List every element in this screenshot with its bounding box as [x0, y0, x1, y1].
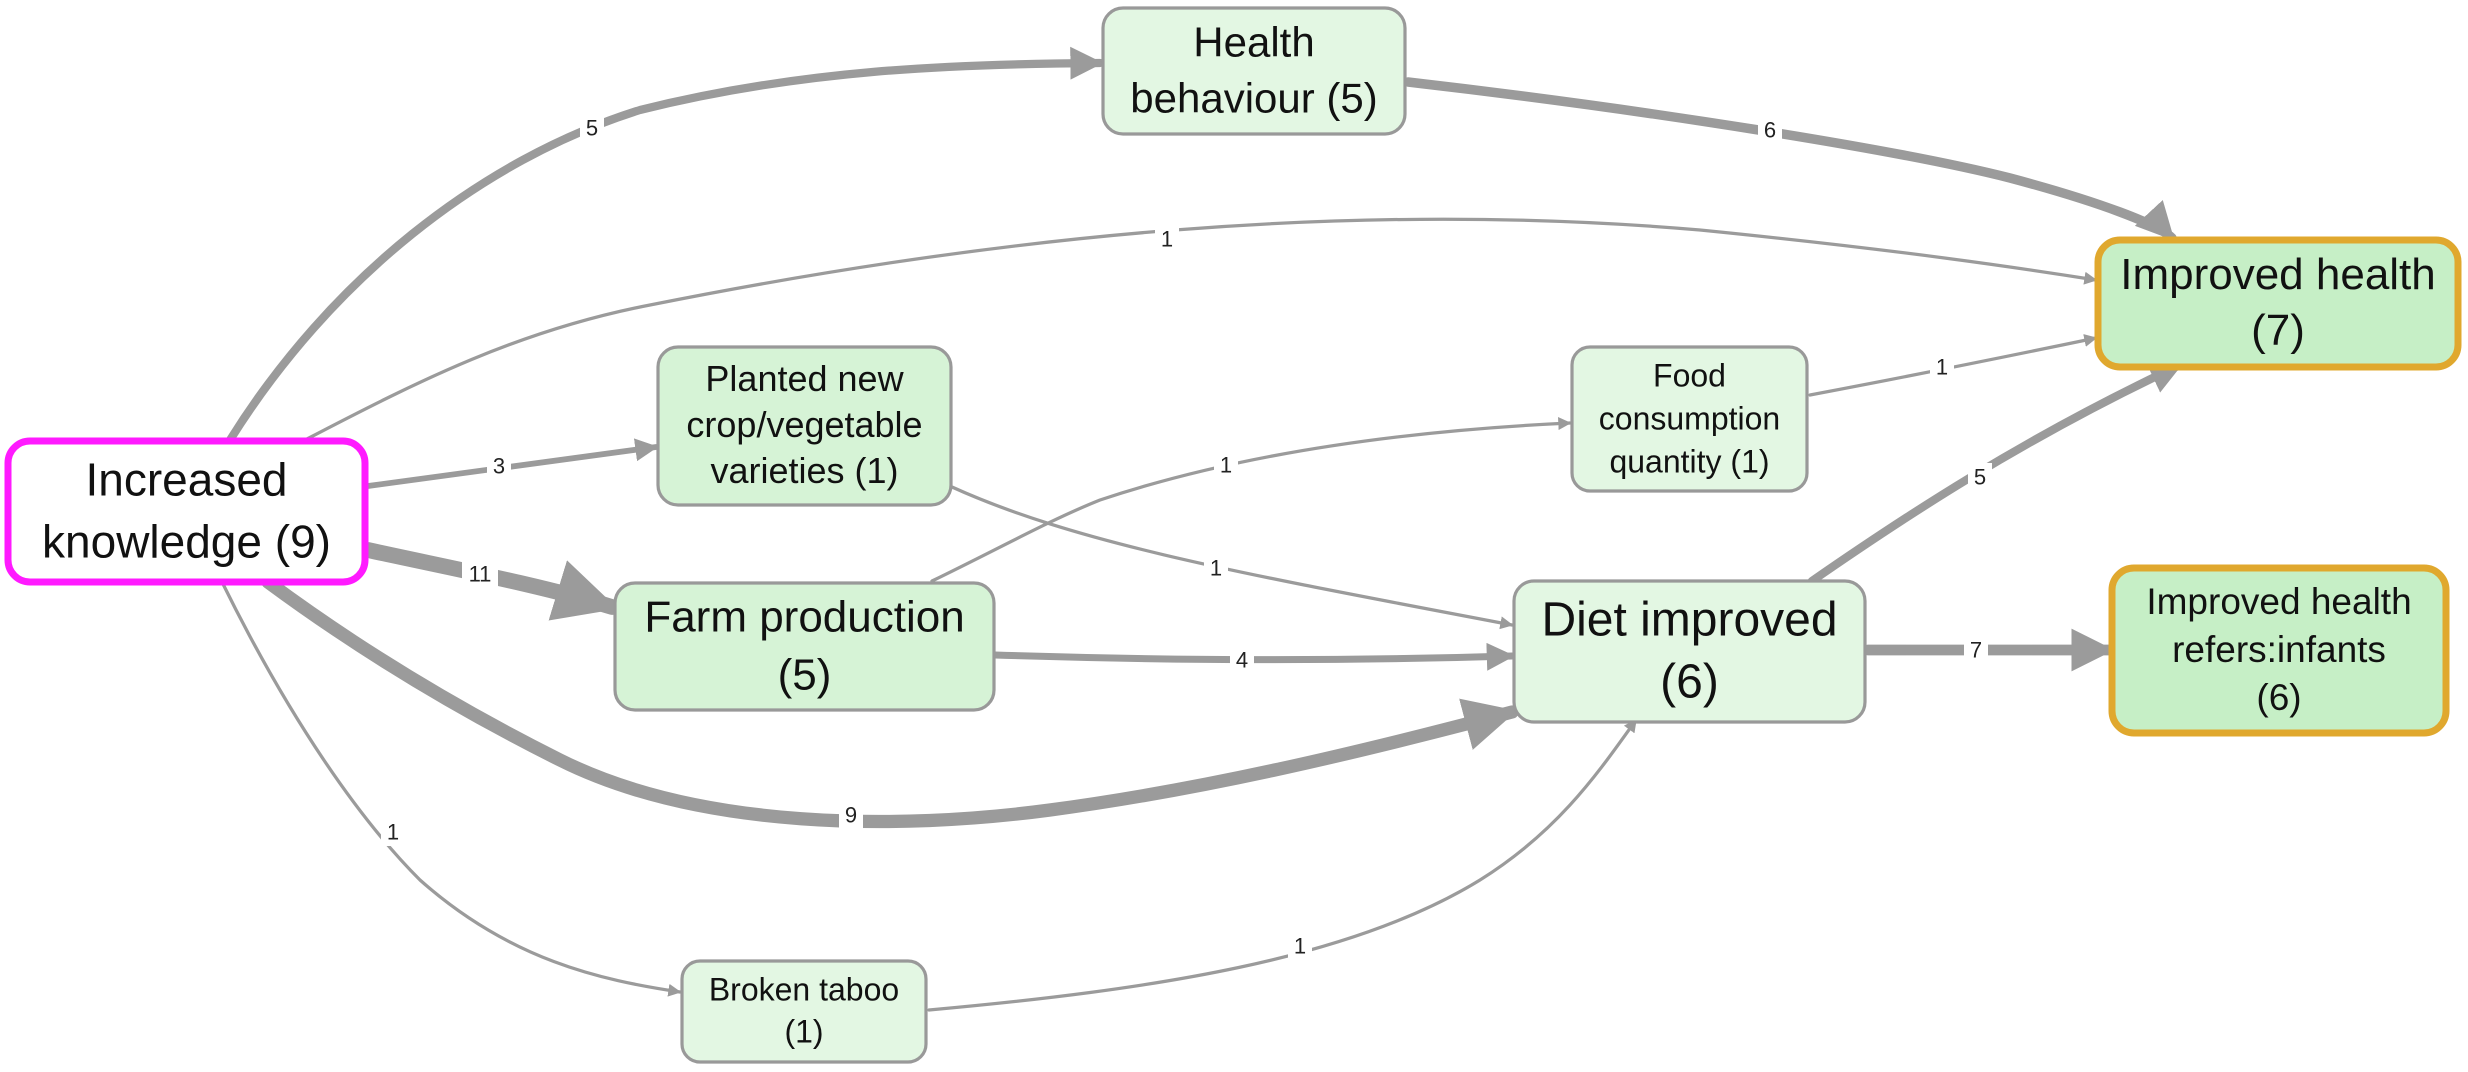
node-label-line: (6)	[1660, 655, 1719, 708]
node-box	[1570, 345, 1809, 493]
edge-farm-to-diet: 4	[991, 642, 1516, 674]
edge-line	[1403, 77, 2177, 243]
edge-planted-to-diet: 1	[950, 485, 1514, 630]
edge-weight-label: 11	[469, 562, 492, 587]
edge-weight-label: 1	[1161, 227, 1173, 252]
node-box	[680, 959, 928, 1064]
node-label-line: Broken taboo	[709, 972, 899, 1008]
edge-line	[225, 46, 1105, 445]
node-health[interactable]: Improved health (7)	[2094, 236, 2462, 371]
edge-label-background	[1968, 463, 1992, 491]
node-label-line: varieties (1)	[710, 450, 898, 491]
node-box	[656, 345, 953, 507]
edge-line	[950, 485, 1514, 630]
node-label-line: (1)	[784, 1014, 823, 1050]
edge-label-background	[1204, 554, 1228, 582]
node-label-line: (6)	[2256, 677, 2301, 718]
nodes-layer: Increased knowledge (9) Health behaviour (5…	[4, 6, 2462, 1064]
edge-weight-label: 9	[845, 803, 857, 828]
edge-label-background	[1930, 353, 1954, 381]
edge-label-background	[1964, 636, 1988, 664]
edge-line	[927, 718, 1638, 1012]
node-label-line: Diet improved	[1541, 593, 1837, 646]
edge-label-background	[487, 452, 511, 480]
node-label-line: quantity (1)	[1609, 443, 1769, 479]
edge-weight-label: 6	[1764, 118, 1776, 143]
edge-label-background	[1230, 646, 1254, 674]
edge-farm-to-food: 1	[930, 417, 1572, 583]
edge-label-background	[462, 560, 498, 588]
node-label-line: consumption	[1599, 400, 1780, 436]
edge-line	[365, 438, 659, 489]
node-label-line: knowledge (9)	[42, 515, 331, 567]
node-box	[613, 581, 996, 712]
edge-label-background	[839, 801, 863, 829]
node-label-line: Planted new	[705, 358, 904, 399]
node-infants[interactable]: Improved health refers:infants (6)	[2108, 564, 2450, 737]
edge-health_behaviour-to-health: 6	[1403, 77, 2177, 243]
node-label-line: (5)	[778, 650, 832, 699]
edge-label-background	[1214, 451, 1238, 479]
node-label-line: Improved health	[2146, 581, 2411, 622]
node-planted[interactable]: Planted new crop/vegetable varieties (1)	[656, 345, 953, 507]
edge-knowledge-to-health: 1	[303, 217, 2098, 442]
edge-diet-to-infants: 7	[1862, 628, 2116, 672]
edge-label-background	[381, 818, 405, 846]
edge-weight-label: 3	[493, 454, 505, 479]
edge-line	[1807, 360, 2185, 586]
edge-taboo-to-diet: 1	[927, 718, 1638, 1012]
node-label-line: (7)	[2251, 306, 2305, 355]
edge-line	[261, 575, 1519, 829]
edge-line	[220, 580, 682, 997]
edge-line	[930, 417, 1572, 583]
node-label-line: Increased	[85, 453, 287, 505]
edge-weight-label: 1	[1294, 934, 1306, 959]
edge-knowledge-to-diet: 9	[261, 575, 1519, 829]
node-label-line: Farm production	[644, 592, 964, 641]
edge-knowledge-to-taboo: 1	[220, 580, 682, 997]
node-label-line: crop/vegetable	[686, 404, 922, 445]
edge-line	[303, 217, 2098, 442]
edge-weight-label: 4	[1236, 648, 1248, 673]
edge-label-background	[1288, 932, 1312, 960]
node-label-line: Food	[1653, 357, 1726, 393]
node-box	[2108, 564, 2450, 737]
node-label-line: Health	[1193, 18, 1314, 65]
node-label-line: refers:infants	[2172, 629, 2386, 670]
edge-knowledge-to-planted: 3	[365, 438, 659, 489]
edge-label-background	[1155, 225, 1179, 253]
node-taboo[interactable]: Broken taboo (1)	[680, 959, 928, 1064]
node-health-behaviour[interactable]: Health behaviour (5)	[1101, 6, 1407, 136]
edge-weight-label: 1	[1220, 453, 1232, 478]
edge-food-to-health: 1	[1808, 334, 2098, 397]
edge-knowledge-to-health_behaviour: 5	[225, 46, 1105, 445]
edge-label-background	[580, 114, 604, 142]
node-box	[4, 437, 369, 586]
edge-diet-to-health: 5	[1807, 360, 2185, 586]
edge-weight-label: 7	[1970, 638, 1982, 663]
edge-knowledge-to-farm: 11	[360, 542, 620, 621]
edge-label-background	[1758, 116, 1782, 144]
node-knowledge[interactable]: Increased knowledge (9)	[4, 437, 369, 586]
edge-weight-label: 5	[1974, 465, 1986, 490]
node-farm[interactable]: Farm production (5)	[613, 581, 996, 712]
node-box	[2094, 236, 2462, 371]
edge-weight-label: 5	[586, 116, 598, 141]
edge-weight-label: 1	[387, 820, 399, 845]
node-label-line: behaviour (5)	[1130, 74, 1377, 121]
node-label-line: Improved health	[2120, 250, 2436, 299]
node-diet[interactable]: Diet improved (6)	[1512, 579, 1867, 724]
edge-weight-label: 1	[1210, 556, 1222, 581]
node-box	[1512, 579, 1867, 724]
edge-weight-label: 1	[1936, 355, 1948, 380]
node-box	[1101, 6, 1407, 136]
node-food[interactable]: Food consumption quantity (1)	[1570, 345, 1809, 493]
